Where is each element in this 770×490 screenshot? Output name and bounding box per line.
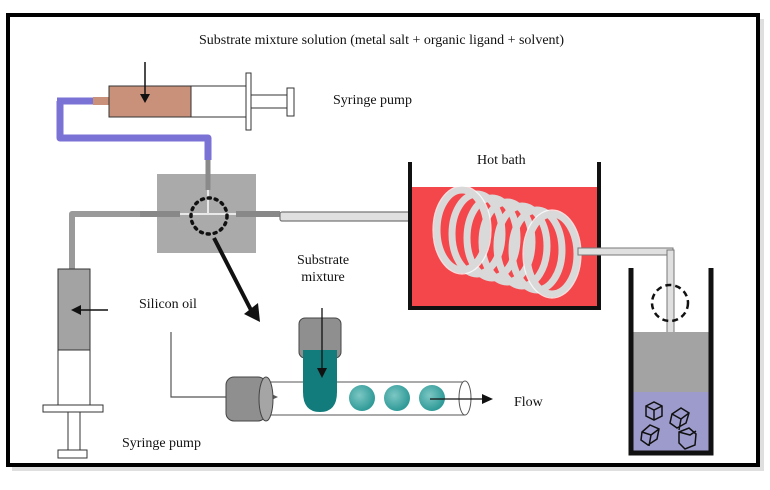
oil-barrel-empty <box>57 349 91 407</box>
label-substrate-mixture-line2: mixture <box>301 270 345 285</box>
syringe-plunger-rod <box>250 94 290 109</box>
zoom-circle <box>650 283 690 323</box>
t-junction-mixer <box>140 160 280 253</box>
syringe-plunger-head <box>57 449 88 459</box>
syringe-nozzle <box>93 97 109 105</box>
label-flow: Flow <box>514 395 543 410</box>
syringe-flange <box>245 72 252 131</box>
droplet <box>384 385 410 411</box>
hot-bath <box>408 162 674 310</box>
heating-coil <box>433 186 581 298</box>
droplet <box>349 385 375 411</box>
collection-liquid <box>632 392 710 452</box>
bottom-syringe-pump <box>42 268 108 459</box>
push-arrow-icon <box>140 94 150 103</box>
delivery-tube <box>666 249 675 346</box>
collection-vessel <box>628 249 714 456</box>
droplet <box>419 385 445 411</box>
label-syringe-pump-top: Syringe pump <box>333 93 412 108</box>
oil-layer <box>632 332 710 392</box>
oil-tubing <box>69 211 140 270</box>
vessel-walls <box>628 268 714 456</box>
zoom-arrow <box>212 237 260 322</box>
substrate-tubing <box>56 101 212 160</box>
zoom-circle <box>189 196 229 236</box>
substrate-flow-arrow-icon <box>317 368 327 378</box>
syringe-plunger-rod <box>67 411 81 453</box>
diagram-title: Substrate mixture solution (metal salt +… <box>199 33 565 48</box>
label-syringe-pump-bottom: Syringe pump <box>122 436 201 451</box>
flow-arrow-icon <box>482 394 493 404</box>
syringe-plunger-head <box>286 87 295 117</box>
label-hot-bath: Hot bath <box>477 153 526 168</box>
syringe-barrel-empty <box>190 85 249 118</box>
syringe-flange <box>42 404 104 413</box>
label-substrate-mixture-line1: Substrate <box>296 253 350 268</box>
label-silicon-oil: Silicon oil <box>139 297 197 312</box>
top-syringe-pump <box>56 62 295 160</box>
syringe-barrel-filled <box>108 85 192 118</box>
droplet-formation-inset <box>170 308 493 422</box>
crystals <box>640 401 697 450</box>
forming-droplet <box>303 350 337 412</box>
push-arrow-icon <box>71 305 81 315</box>
hot-bath-container <box>408 162 601 310</box>
